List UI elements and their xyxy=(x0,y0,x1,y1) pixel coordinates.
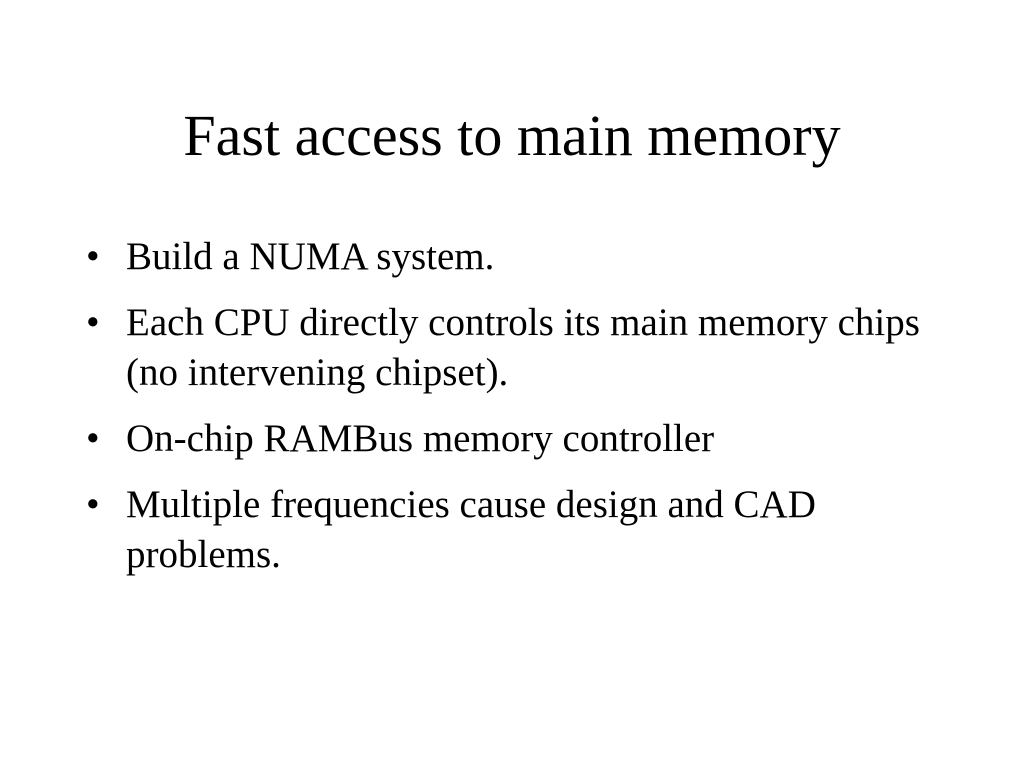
bullet-item-numa-system: • Build a NUMA system. xyxy=(84,232,964,282)
bullet-text: Each CPU directly controls its main memo… xyxy=(126,301,920,394)
bullet-list: • Build a NUMA system. • Each CPU direct… xyxy=(84,232,964,596)
bullet-dot-icon: • xyxy=(86,417,100,460)
bullet-dot-icon: • xyxy=(86,483,100,526)
slide-title: Fast access to main memory xyxy=(183,103,841,168)
bullet-item-rambus-controller: • On-chip RAMBus memory controller xyxy=(84,414,964,464)
bullet-text: On-chip RAMBus memory controller xyxy=(126,417,715,460)
bullet-text: Build a NUMA system. xyxy=(126,235,495,278)
bullet-dot-icon: • xyxy=(86,235,100,278)
bullet-dot-icon: • xyxy=(86,301,100,344)
bullet-item-cpu-memory-control: • Each CPU directly controls its main me… xyxy=(84,298,964,398)
bullet-item-frequency-problems: • Multiple frequencies cause design and … xyxy=(84,480,964,580)
bullet-text: Multiple frequencies cause design and CA… xyxy=(126,483,816,576)
